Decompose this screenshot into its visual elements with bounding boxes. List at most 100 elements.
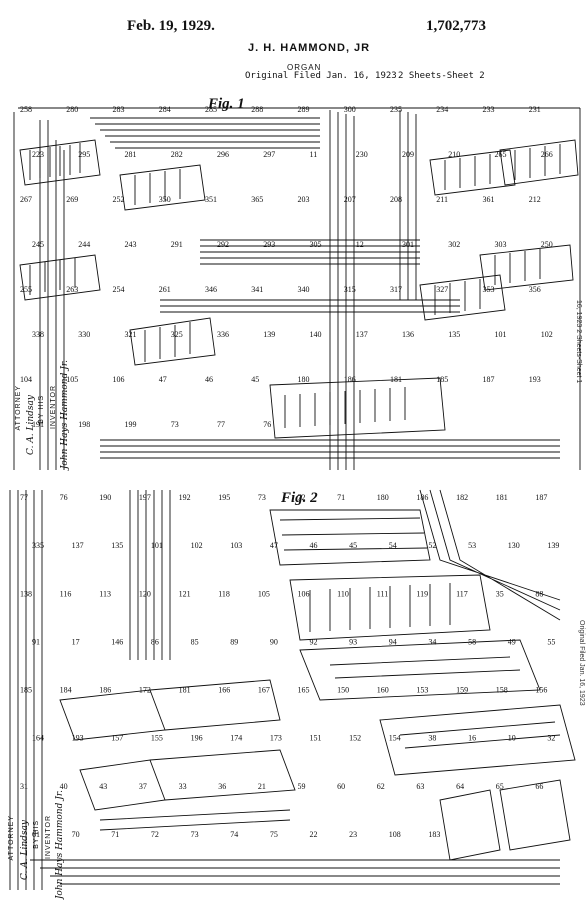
inventor-signature-upper: John Hays Hammond Jr. — [60, 360, 70, 470]
inventor-name: J. H. HAMMOND, JR — [248, 42, 371, 54]
reference-numeral: 186 — [344, 375, 356, 384]
reference-numeral: 211 — [436, 195, 448, 204]
reference-numeral: 120 — [139, 589, 151, 598]
reference-numeral: 198 — [78, 420, 90, 429]
attorney-signature-upper: C. A. Lindsay — [26, 395, 36, 455]
reference-numeral: 137 — [356, 330, 368, 339]
reference-numeral: 86 — [151, 637, 159, 646]
reference-numeral: 31 — [20, 782, 28, 791]
reference-numeral: 303 — [495, 240, 507, 249]
reference-numeral: 12 — [356, 240, 364, 249]
reference-numeral: 235 — [390, 105, 402, 114]
reference-numeral: 289 — [298, 105, 310, 114]
reference-numeral: 191 — [32, 420, 44, 429]
reference-numeral: 151 — [310, 734, 322, 743]
reference-numeral: 250 — [541, 240, 553, 249]
reference-numeral: 89 — [230, 637, 238, 646]
reference-numeral: 58 — [468, 637, 476, 646]
reference-numeral: 288 — [251, 105, 263, 114]
reference-numeral: 91 — [32, 637, 40, 646]
reference-numeral: 183 — [428, 830, 440, 839]
reference-numeral: 258 — [20, 105, 32, 114]
reference-numeral: 185 — [436, 375, 448, 384]
reference-numeral: 336 — [217, 330, 229, 339]
reference-numeral: 266 — [541, 150, 553, 159]
reference-numeral: 190 — [99, 493, 111, 502]
reference-numeral: 101 — [495, 330, 507, 339]
reference-numeral: 252 — [113, 195, 125, 204]
reference-numeral: 130 — [508, 541, 520, 550]
reference-numeral: 16 — [468, 734, 476, 743]
reference-numeral: 146 — [111, 637, 123, 646]
reference-numeral: 292 — [217, 240, 229, 249]
reference-numeral: 64 — [456, 782, 464, 791]
reference-numeral: 187 — [483, 375, 495, 384]
reference-numeral: 350 — [159, 195, 171, 204]
reference-numeral: 85 — [191, 637, 199, 646]
reference-numeral: 361 — [483, 195, 495, 204]
reference-numeral: 55 — [547, 637, 555, 646]
inventor-signature-lower: John Hays Hammond Jr. — [55, 790, 65, 900]
reference-numeral: 295 — [78, 150, 90, 159]
reference-numeral: 158 — [496, 686, 508, 695]
reference-numeral: 121 — [179, 589, 191, 598]
reference-numeral: 182 — [456, 493, 468, 502]
reference-numeral: 76 — [60, 493, 68, 502]
reference-numeral: 233 — [483, 105, 495, 114]
reference-numeral: 21 — [258, 782, 266, 791]
reference-numeral: 302 — [448, 240, 460, 249]
reference-numeral: 73 — [258, 493, 266, 502]
reference-numeral: 92 — [310, 637, 318, 646]
reference-numeral: 321 — [125, 330, 137, 339]
attorney-label-upper: ATTORNEY — [15, 385, 22, 431]
reference-numeral: 90 — [270, 637, 278, 646]
reference-numeral: 265 — [495, 150, 507, 159]
reference-numeral: 346 — [205, 285, 217, 294]
reference-numeral: 291 — [171, 240, 183, 249]
reference-numeral: 72 — [151, 830, 159, 839]
reference-numeral: 166 — [218, 686, 230, 695]
reference-numeral: 165 — [298, 686, 310, 695]
reference-numeral: 285 — [205, 105, 217, 114]
reference-numeral: 47 — [270, 541, 278, 550]
reference-numeral: 43 — [99, 782, 107, 791]
reference-numeral: 180 — [298, 375, 310, 384]
reference-numeral: 150 — [337, 686, 349, 695]
reference-numeral: 140 — [310, 330, 322, 339]
reference-numeral: 106 — [298, 589, 310, 598]
reference-numeral: 173 — [270, 734, 282, 743]
figure-1-label: Fig. 1 — [208, 96, 245, 112]
reference-numeral: 106 — [113, 375, 125, 384]
reference-numeral: 210 — [448, 150, 460, 159]
reference-numeral: 180 — [377, 493, 389, 502]
reference-numeral: 196 — [191, 734, 203, 743]
reference-numeral: 137 — [72, 541, 84, 550]
reference-numeral: 181 — [496, 493, 508, 502]
reference-numeral: 116 — [60, 589, 72, 598]
reference-numeral: 102 — [191, 541, 203, 550]
reference-numeral: 356 — [529, 285, 541, 294]
attorney-label-lower: ATTORNEY — [8, 815, 15, 861]
reference-numeral: 104 — [20, 375, 32, 384]
reference-numeral: 164 — [32, 734, 44, 743]
inventor-label-upper: INVENTOR — [50, 385, 57, 430]
reference-numeral: 63 — [416, 782, 424, 791]
figure-2-label: Fig. 2 — [281, 490, 318, 506]
inventor-label-lower: INVENTOR — [45, 815, 52, 860]
reference-numeral: 105 — [258, 589, 270, 598]
reference-numeral: 280 — [66, 105, 78, 114]
reference-numeral: 231 — [529, 105, 541, 114]
reference-numeral: 59 — [298, 782, 306, 791]
reference-numeral: 88 — [535, 589, 543, 598]
reference-numeral: 108 — [389, 830, 401, 839]
reference-numeral: 181 — [390, 375, 402, 384]
reference-numeral: 76 — [263, 420, 271, 429]
reference-numeral: 102 — [541, 330, 553, 339]
reference-numeral: 54 — [389, 541, 397, 550]
reference-numeral: 135 — [448, 330, 460, 339]
reference-numeral: 111 — [377, 589, 388, 598]
reference-numeral: 325 — [171, 330, 183, 339]
reference-numeral: 136 — [402, 330, 414, 339]
reference-numeral: 243 — [125, 240, 137, 249]
